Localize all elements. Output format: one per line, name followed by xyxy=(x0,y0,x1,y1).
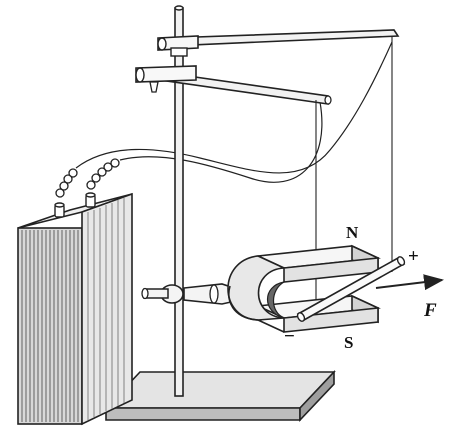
magnet-clamp xyxy=(141,283,241,305)
plus-terminal-label: + xyxy=(408,246,419,267)
south-pole-label: S xyxy=(344,333,353,352)
stand-base xyxy=(104,369,336,423)
conductor-rod xyxy=(296,256,406,322)
force-arrow xyxy=(375,274,444,291)
upper-arm xyxy=(157,29,400,57)
battery-terminals xyxy=(54,192,96,218)
battery-stripes-side xyxy=(87,198,125,420)
battery xyxy=(17,158,133,426)
coiled-wire-leads xyxy=(55,158,120,198)
lower-arm xyxy=(135,65,332,105)
battery-stripes-front xyxy=(21,230,79,422)
force-label: F xyxy=(423,300,437,321)
minus-terminal-label: − xyxy=(284,326,295,347)
stand-rod xyxy=(174,5,184,397)
north-pole-label: N xyxy=(346,223,359,242)
connecting-wires xyxy=(75,41,393,183)
